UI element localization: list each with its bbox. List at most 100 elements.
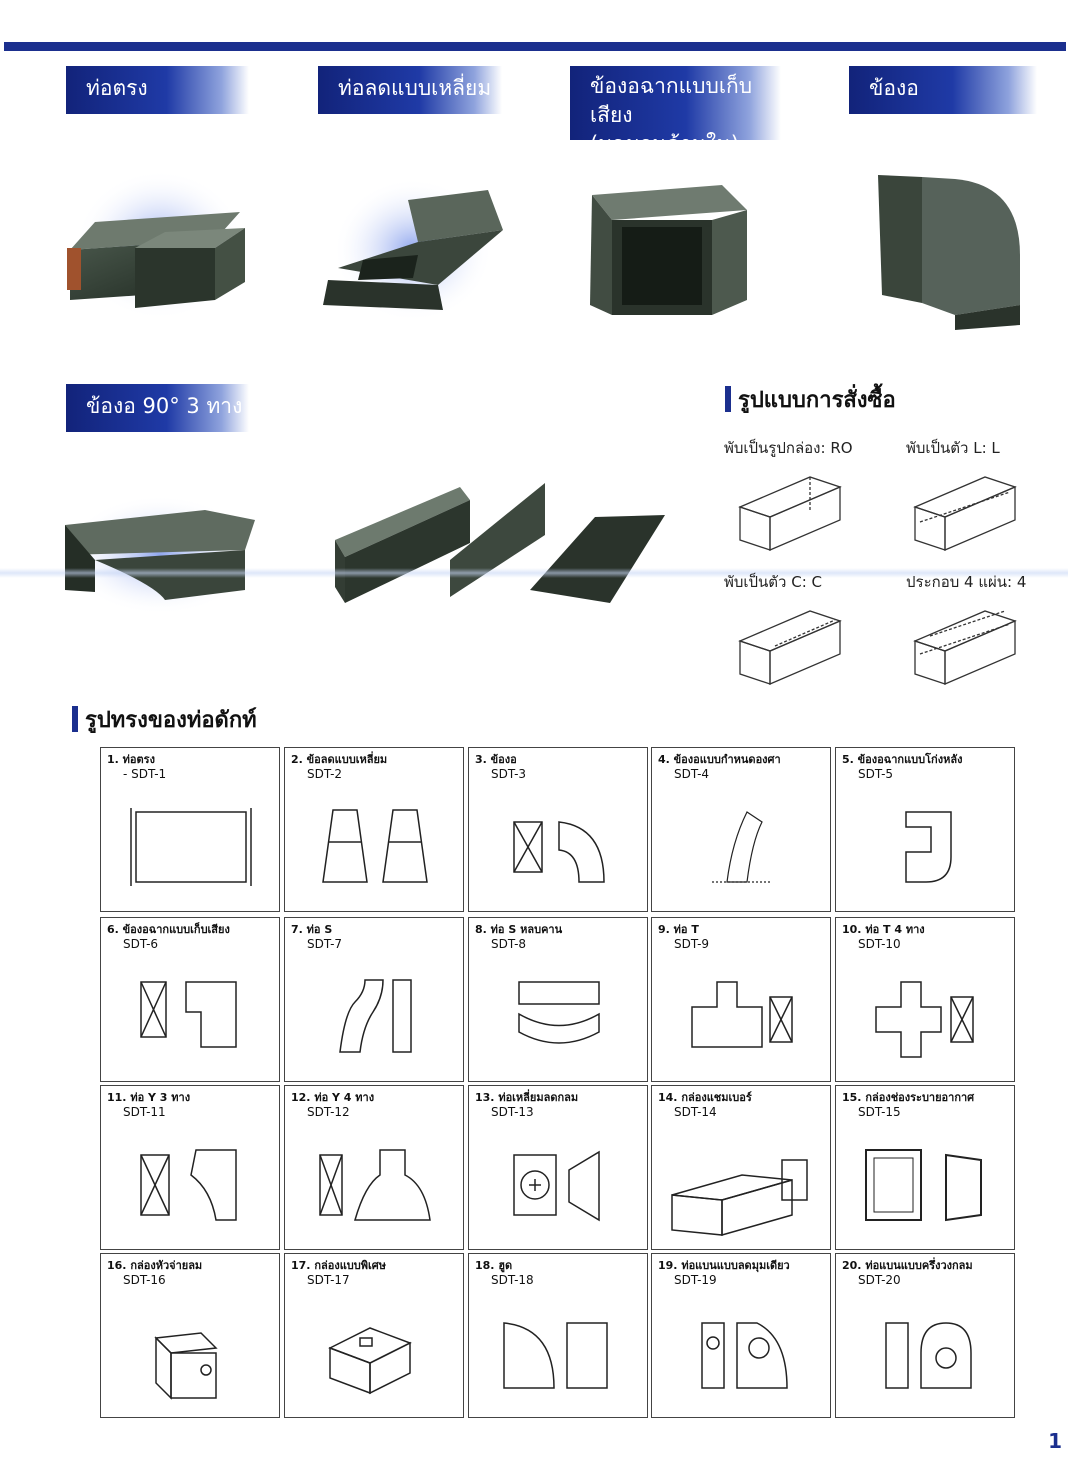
shape-title: 10. ท่อ T 4 ทาง xyxy=(842,923,925,936)
shapes-title: รูปทรงของท่อดักท์ xyxy=(72,702,257,737)
shape-drawing-10 xyxy=(875,981,974,1058)
shape-code: SDT-16 xyxy=(123,1273,166,1287)
shape-title: 14. กล่องแชมเบอร์ xyxy=(658,1091,752,1104)
shape-title: 17. กล่องแบบพิเศษ xyxy=(291,1259,386,1272)
shape-drawing-4 xyxy=(712,811,772,883)
shape-drawing-15 xyxy=(865,1149,982,1222)
page-number: 1 xyxy=(1048,1429,1062,1453)
shape-title: 19. ท่อแบนแบบลดมุมเดียว xyxy=(658,1259,790,1272)
top-blue-bar xyxy=(4,42,1066,51)
shape-drawing-7 xyxy=(339,979,412,1053)
shape-code: SDT-9 xyxy=(674,937,710,951)
order-c-label: พับเป็นตัว C: C xyxy=(724,573,823,591)
shape-code: SDT-7 xyxy=(307,937,343,951)
shape-code: SDT-18 xyxy=(491,1273,534,1287)
order-4-label: ประกอบ 4 แผ่น: 4 xyxy=(906,573,1027,591)
order-ro-figure xyxy=(738,476,842,551)
shape-drawing-14 xyxy=(671,1159,808,1236)
shape-drawing-2 xyxy=(322,809,428,883)
shape-title: 8. ท่อ S หลบคาน xyxy=(475,923,563,936)
shape-drawing-20 xyxy=(885,1322,972,1389)
shape-cell-1: 1. ท่อตรง- SDT-1 xyxy=(100,747,280,912)
shape-code: SDT-17 xyxy=(307,1273,350,1287)
shape-code: SDT-8 xyxy=(491,937,527,951)
shape-drawing-17 xyxy=(328,1327,412,1395)
order-c-figure xyxy=(738,610,842,685)
tee-photo xyxy=(65,495,255,615)
order-l-figure xyxy=(913,476,1017,551)
shape-drawing-6 xyxy=(140,981,237,1048)
shape-code: SDT-4 xyxy=(674,767,710,781)
shape-title: 7. ท่อ S xyxy=(291,923,333,936)
shape-title: 12. ท่อ Y 4 ทาง xyxy=(291,1091,375,1104)
shape-title: 9. ท่อ T xyxy=(658,923,699,936)
shape-title: 3. ข้องอ xyxy=(475,753,517,766)
shape-code: SDT-5 xyxy=(858,767,894,781)
elbow-photo xyxy=(878,175,1020,330)
shape-drawing-16 xyxy=(154,1332,218,1400)
header-acoustic-elbow: ข้องอฉากแบบเก็บเสียง(บุฉนวนด้านใน) xyxy=(570,66,781,156)
header-elbow: ข้องอ xyxy=(849,66,1037,114)
shape-code: SDT-10 xyxy=(858,937,901,951)
shape-title: 1. ท่อตรง xyxy=(107,753,155,766)
reducer-photo xyxy=(323,178,503,322)
shape-code: SDT-14 xyxy=(674,1105,717,1119)
header-tee: ข้องอ 90° 3 ทาง xyxy=(66,384,249,432)
shape-code: SDT-13 xyxy=(491,1105,534,1119)
shape-code: SDT-6 xyxy=(123,937,159,951)
header-straight-duct: ท่อตรง xyxy=(66,66,249,114)
shape-drawing-5 xyxy=(905,811,952,883)
shape-drawing-3 xyxy=(513,821,605,883)
shape-drawing-19 xyxy=(701,1322,788,1389)
shape-cell-14: 14. กล่องแชมเบอร์SDT-14 xyxy=(651,1085,831,1250)
shape-code: SDT-19 xyxy=(674,1273,717,1287)
order-l-label: พับเป็นตัว L: L xyxy=(906,439,1000,457)
shape-title: 6. ข้องอฉากแบบเก็บเสียง xyxy=(107,923,230,936)
shape-title: 18. ฮูด xyxy=(475,1259,513,1272)
shape-title: 11. ท่อ Y 3 ทาง xyxy=(107,1091,191,1104)
shape-drawing-18 xyxy=(503,1322,608,1389)
shape-code: SDT-11 xyxy=(123,1105,166,1119)
header-reducer: ท่อลดแบบเหลี่ยม xyxy=(318,66,502,114)
shape-drawing-1 xyxy=(130,808,252,886)
shape-code: SDT-20 xyxy=(858,1273,901,1287)
shape-code: - SDT-1 xyxy=(123,767,167,781)
light-band xyxy=(0,568,1068,578)
acoustic-elbow-photo xyxy=(590,185,747,315)
order-4-figure xyxy=(913,610,1017,685)
shape-drawing-12 xyxy=(319,1149,431,1221)
shape-code: SDT-12 xyxy=(307,1105,350,1119)
shape-title: 2. ข้อลดแบบเหลี่ยม xyxy=(291,753,388,766)
shape-drawing-11 xyxy=(140,1149,237,1221)
shape-title: 4. ข้องอแบบกำหนดองศา xyxy=(658,753,781,766)
shape-drawing-9 xyxy=(691,981,793,1048)
order-ro-label: พับเป็นรูปกล่อง: RO xyxy=(724,439,853,457)
shape-title: 16. กล่องหัวจ่ายลม xyxy=(107,1259,203,1272)
shape-title: 15. กล่องช่องระบายอากาศ xyxy=(842,1091,975,1104)
shape-drawing-13 xyxy=(513,1150,600,1222)
flat-panels-photo xyxy=(335,483,665,603)
shape-title: 5. ข้องอฉากแบบโก่งหลัง xyxy=(842,753,963,766)
straight-duct-photo xyxy=(67,170,245,320)
order-format-title: รูปแบบการสั่งซื้อ xyxy=(725,382,896,417)
shape-title: 20. ท่อแบนแบบครึ่งวงกลม xyxy=(842,1259,973,1272)
shape-title: 13. ท่อเหลี่ยมลดกลม xyxy=(475,1091,579,1104)
